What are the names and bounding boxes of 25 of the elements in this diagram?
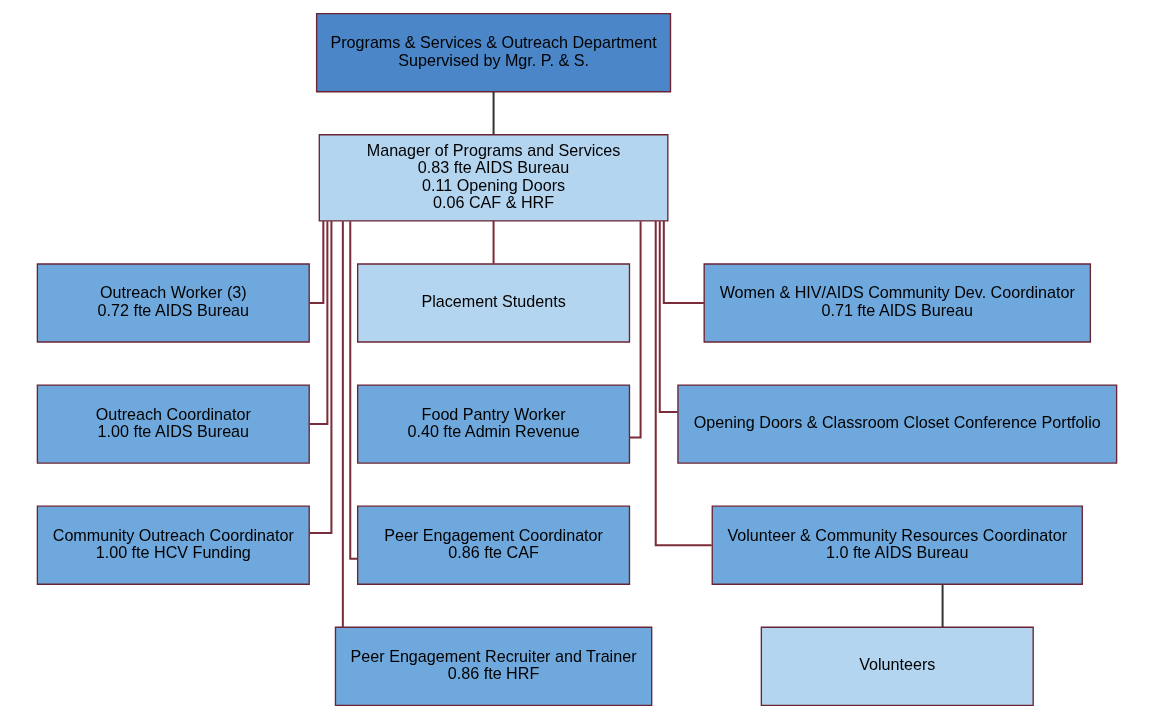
node-box: Placement Students [356, 263, 630, 343]
connector [662, 220, 704, 304]
node-box: Volunteers [760, 626, 1034, 706]
node-box: Women & HIV/AIDS Community Dev. Coordinator 0.71 fte AIDS Bureau [703, 263, 1091, 343]
node-box: Peer Engagement Coordinator 0.86 fte CAF [356, 505, 630, 585]
connector [492, 91, 495, 135]
node-box: Opening Doors & Classroom Closet Conference Portfolio [676, 384, 1117, 464]
connector [492, 220, 495, 264]
node-box: Programs & Services & Outreach Department Supervised by Mgr. P. & S. [315, 13, 671, 93]
connector [629, 221, 642, 439]
connector [654, 221, 712, 547]
node-box: Outreach Worker (3) 0.72 fte AIDS Bureau [36, 263, 310, 343]
node-box: Manager of Programs and Services 0.83 fte AIDS Bureau 0.11 Opening Doors 0.06 CAF & HRF [318, 134, 668, 222]
connector [348, 221, 358, 560]
connector [658, 221, 678, 413]
node-box: Outreach Coordinator 1.00 fte AIDS Bureau [36, 384, 310, 464]
connector [941, 584, 944, 627]
connector [309, 221, 328, 426]
connector [341, 221, 344, 628]
node-box: Community Outreach Coordinator 1.00 fte HCV Funding [36, 505, 310, 585]
node-box: Food Pantry Worker 0.40 fte Admin Revenue [356, 384, 630, 464]
node-box: Volunteer & Community Resources Coordinator 1.0 fte AIDS Bureau [711, 505, 1083, 585]
node-box: Peer Engagement Recruiter and Trainer 0.86 fte HRF [334, 626, 652, 706]
connector [308, 221, 332, 535]
connector [309, 220, 324, 304]
